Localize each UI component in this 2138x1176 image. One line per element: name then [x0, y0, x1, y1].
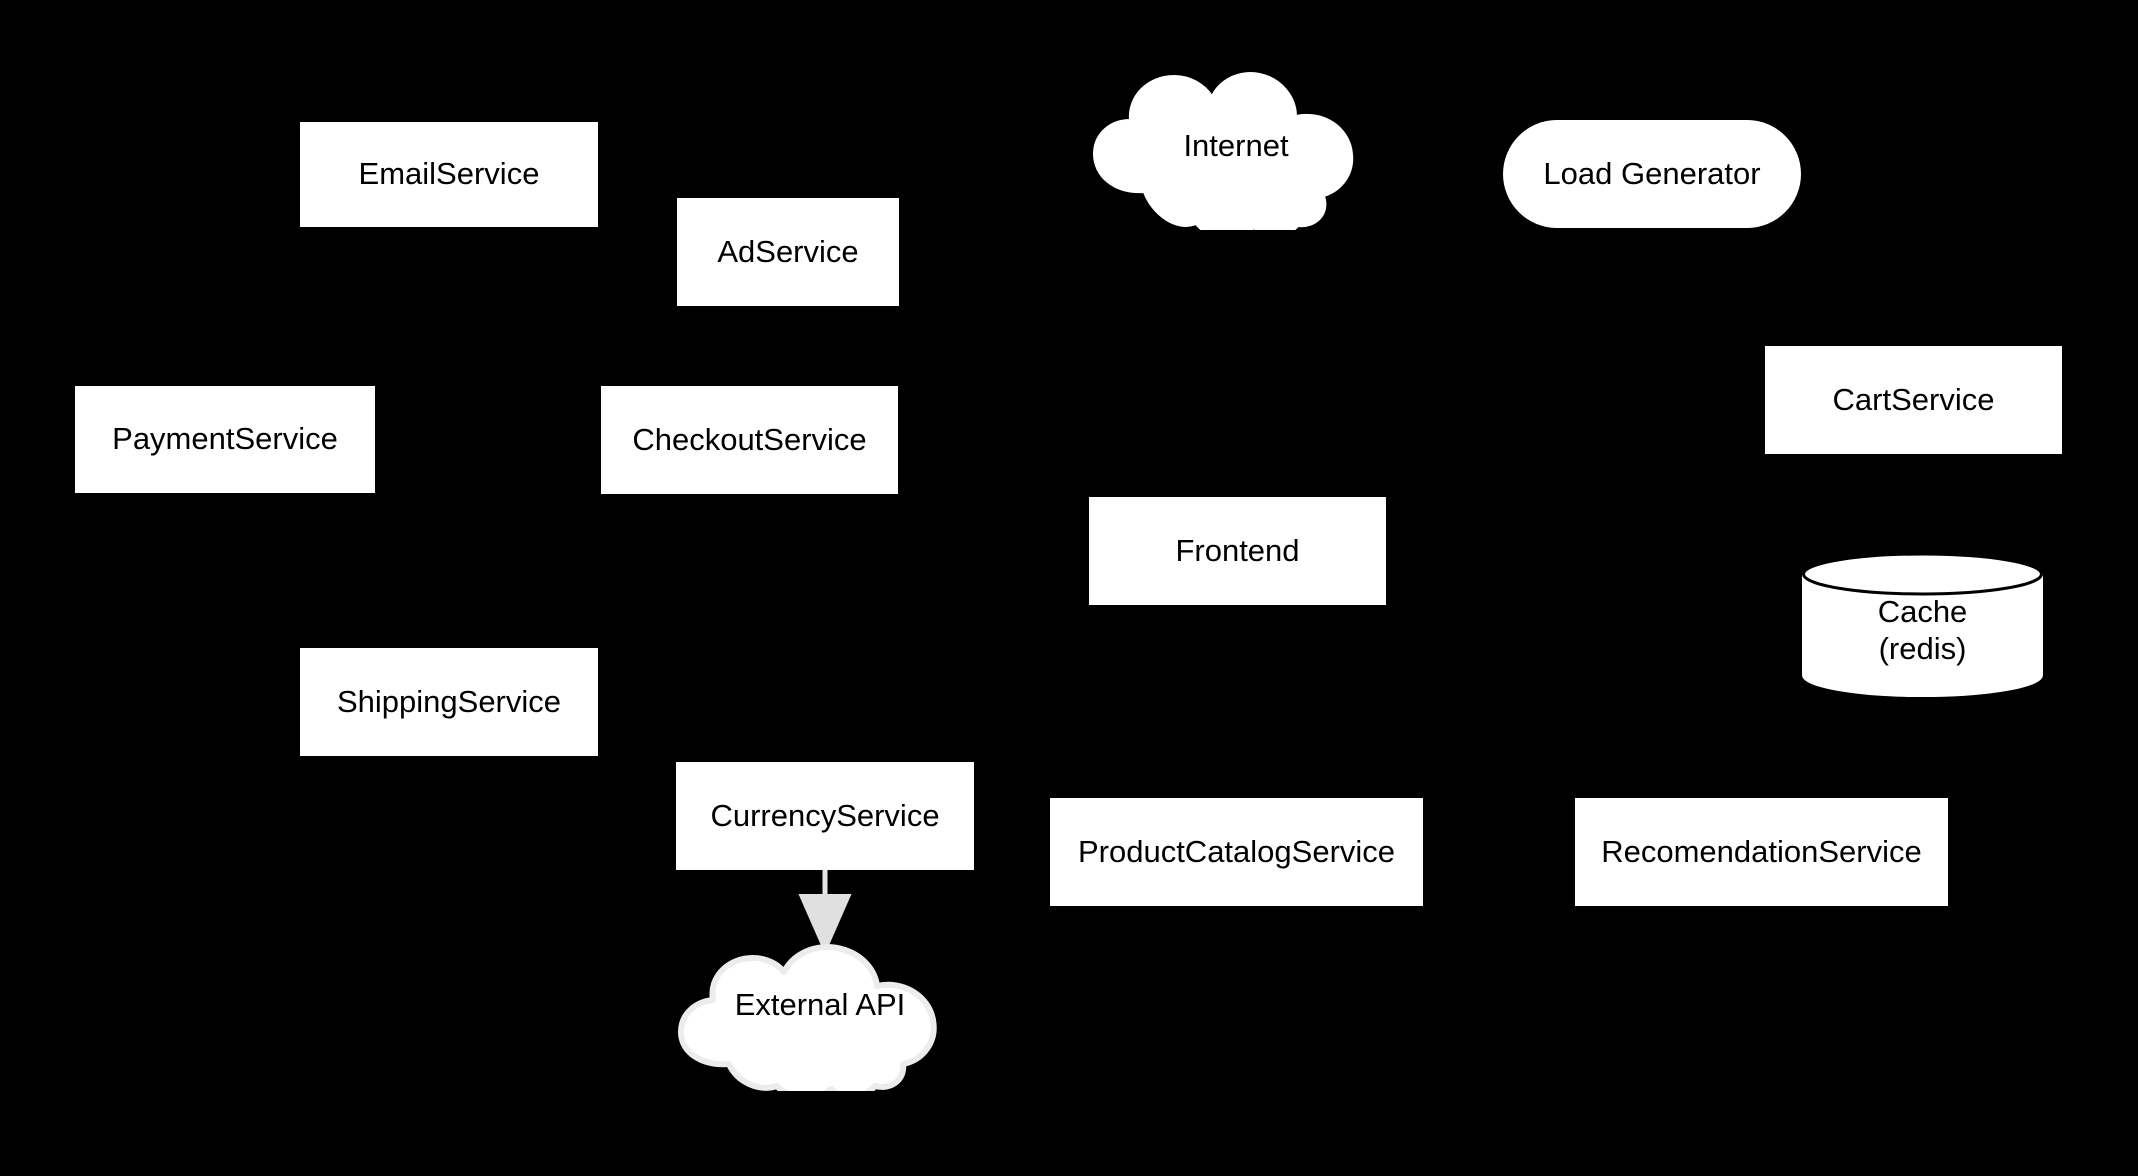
node-external-api[interactable]: External API: [665, 936, 975, 1091]
node-load-generator[interactable]: Load Generator: [1503, 120, 1801, 228]
node-currency-service[interactable]: CurrencyService: [676, 762, 974, 870]
cloud-icon: [678, 944, 937, 1091]
node-label: CurrencyService: [710, 797, 940, 833]
cloud-icon: [1093, 72, 1354, 230]
node-cache-redis[interactable]: Cache (redis): [1800, 552, 2045, 697]
node-frontend[interactable]: Frontend: [1089, 497, 1386, 605]
node-email-service[interactable]: EmailService: [300, 122, 598, 227]
node-payment-service[interactable]: PaymentService: [75, 386, 375, 493]
node-label: CheckoutService: [632, 421, 867, 457]
node-label: CartService: [1832, 381, 1995, 417]
node-shipping-service[interactable]: ShippingService: [300, 648, 598, 756]
database-cylinder-icon: [1802, 552, 2043, 697]
node-internet[interactable]: Internet: [1086, 70, 1386, 230]
node-label: ProductCatalogService: [1077, 833, 1396, 869]
node-label: RecomendationService: [1601, 833, 1922, 869]
node-cart-service[interactable]: CartService: [1765, 346, 2062, 454]
node-checkout-service[interactable]: CheckoutService: [601, 386, 898, 494]
node-label: Frontend: [1175, 532, 1300, 568]
node-label: AdService: [717, 233, 859, 269]
node-label: ShippingService: [336, 683, 562, 719]
node-label: PaymentService: [112, 421, 338, 457]
node-product-catalog-service[interactable]: ProductCatalogService: [1050, 798, 1423, 906]
node-recomendation-service[interactable]: RecomendationService: [1575, 798, 1948, 906]
node-label: EmailService: [358, 156, 540, 192]
node-ad-service[interactable]: AdService: [677, 198, 899, 306]
node-label: Load Generator: [1543, 155, 1761, 191]
